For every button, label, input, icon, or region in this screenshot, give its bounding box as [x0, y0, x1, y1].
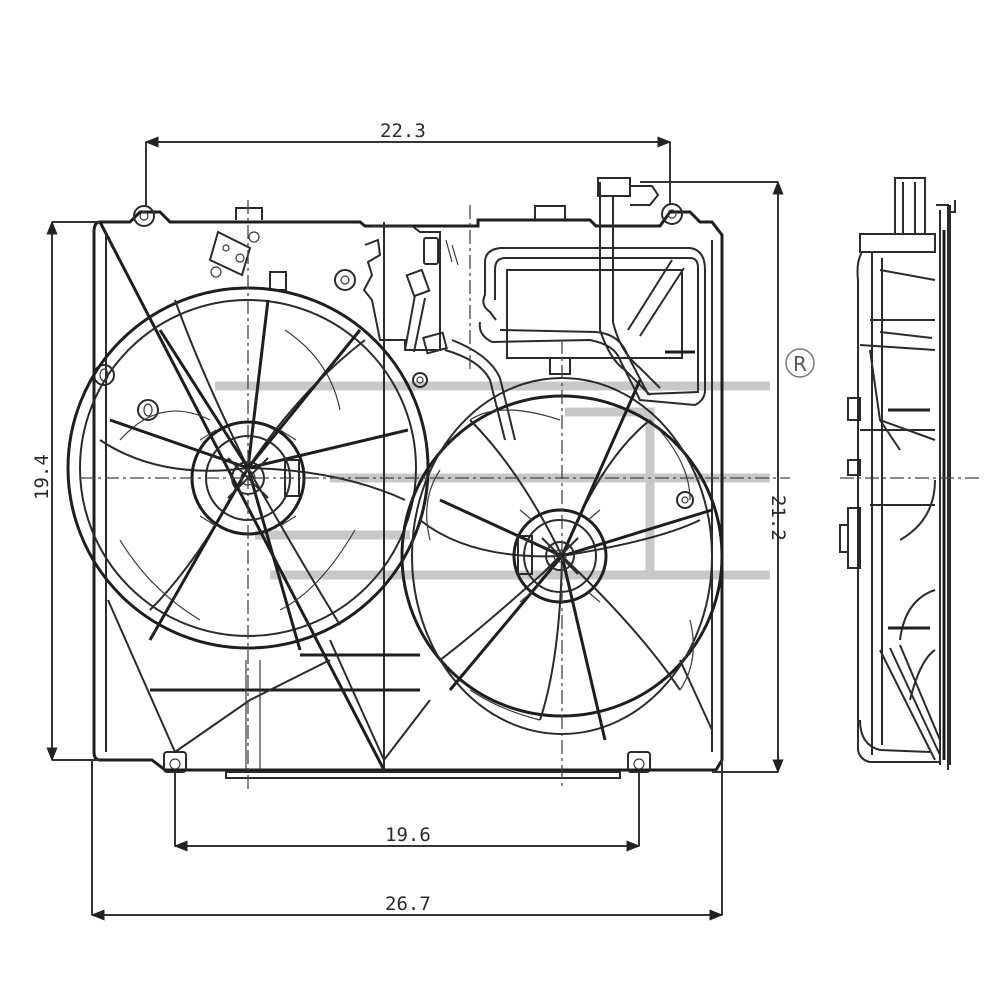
registered-trademark-icon: R: [785, 348, 815, 378]
registered-mark-letter: R: [793, 352, 807, 376]
dim-bottom-overall-width: 26.7: [385, 893, 431, 915]
wire-harness: [444, 177, 706, 441]
dim-bottom-inner-width: 19.6: [385, 824, 431, 846]
mounting-lugs: [93, 203, 694, 773]
right-fan-struts: [439, 379, 713, 741]
center-lines: [80, 200, 790, 790]
lower-ribs: [107, 599, 713, 770]
shroud-frame: [92, 205, 724, 779]
dim-left-height: 19.4: [31, 454, 53, 500]
connector-block: [362, 225, 459, 388]
dimension-lines: [46, 136, 784, 921]
dim-right-height: 21.2: [767, 495, 789, 541]
left-fan-struts: [109, 299, 409, 651]
front-view: [66, 177, 790, 790]
right-fan-motor-hub: [512, 508, 608, 604]
dim-top-width: 22.3: [380, 120, 426, 142]
side-view: [839, 177, 982, 770]
dimension-labels: 22.3 19.4 21.2 19.6 26.7: [31, 120, 789, 915]
